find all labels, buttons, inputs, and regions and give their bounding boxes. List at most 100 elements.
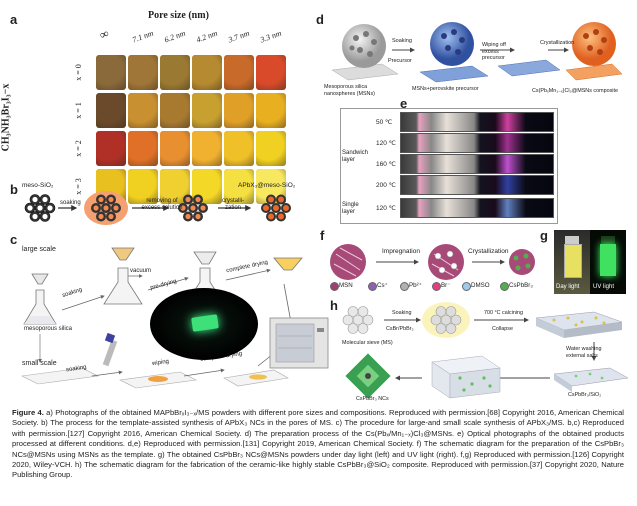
powder-photo [224, 131, 254, 166]
apbx3-meso-sio2-label: APbX₃@meso-SiO₂ [238, 182, 296, 189]
sample-photo-strip [400, 154, 554, 174]
powder-photo [128, 55, 158, 90]
hex-cluster-empty [24, 194, 56, 222]
legend-swatch [432, 282, 441, 291]
flask-vacuum [103, 247, 143, 305]
powder-photo [96, 131, 126, 166]
msn-particle-2 [428, 244, 464, 280]
substrate-soaking [20, 367, 100, 385]
uv-light-label: UV light [593, 284, 615, 290]
temperature-label: 160 ℃ [376, 161, 396, 168]
legend-label: Br⁻ [441, 282, 451, 289]
large-scale-label: large scale [22, 246, 56, 253]
panel-h-letter: h [330, 298, 338, 313]
legend-label: Pb²⁺ [409, 282, 422, 289]
powder-photo [128, 169, 158, 204]
panel-d-scheme [331, 22, 622, 83]
panel-e-letter: e [400, 96, 408, 111]
sample-photo-strip [400, 133, 554, 153]
pore-size-label: ∞ [97, 25, 111, 43]
legend-swatch [500, 282, 509, 291]
crystallization-label-d: Crystallization [540, 40, 575, 46]
caption-body: a) Photographs of the obtained MAPbBrₓI₃… [12, 408, 624, 480]
green-powder [191, 314, 219, 332]
panel-g-letter: g [540, 228, 548, 243]
crystallization-label-b: crystalli-zation [222, 198, 244, 211]
pipette [102, 332, 118, 367]
day-light-label: Day light [556, 284, 580, 290]
composition-row-label: x = 2 [73, 140, 83, 157]
composition-row-label: x = 0 [73, 64, 83, 81]
powder-photo [160, 93, 190, 128]
cspbbr3-crystal [345, 353, 391, 399]
impregnation-label: Impregnation [382, 248, 420, 255]
small-scale-label: small scale [22, 360, 57, 367]
single-layer-label: Single layer [342, 202, 359, 215]
composition-row-label: x = 1 [73, 102, 83, 119]
legend-swatch [400, 282, 409, 291]
panel-c-letter: c [10, 232, 18, 247]
msn-particle-1 [330, 244, 366, 280]
powder-photo [160, 131, 190, 166]
precursor-layer-mid [497, 59, 561, 77]
removing-label-b: removing of excess solution [141, 198, 183, 211]
powder-photo [256, 55, 286, 90]
soaking-label-h: Soaking [392, 310, 412, 316]
figure-number: Figure 4. [12, 408, 44, 417]
flask-soaking [23, 273, 57, 325]
powder-photo [160, 55, 190, 90]
wiping-off-label: Wiping off excess precursor [482, 42, 506, 61]
powder-photo [256, 93, 286, 128]
msn-sphere-precursor [419, 22, 489, 83]
translucent-cube [431, 355, 501, 399]
powder-photo [192, 93, 222, 128]
vial-uv [590, 230, 626, 294]
composite-label-d: Cs(PbₓMn₁₋ₓ)Cl₃@MSNs composite [532, 88, 618, 94]
temperature-label: 200 ℃ [376, 182, 396, 189]
drying-oven [269, 317, 329, 369]
sandwich-layer-label: Sandwich layer [342, 150, 369, 163]
powder-photo-grid [96, 55, 288, 215]
powder-photo [224, 93, 254, 128]
sample-photo-strip [400, 112, 554, 132]
panel-a-letter: a [10, 12, 18, 27]
panel-f-letter: f [320, 228, 325, 243]
powder-photo [192, 131, 222, 166]
pore-size-label: 3.7 nm [227, 28, 251, 45]
msn-label: Mesoporous silica nanospheres (MSNs) [324, 84, 375, 97]
cspbbr3-ncs-label: CsPbBr₃ NCs [356, 396, 389, 402]
temperature-label: 120 ℃ [376, 205, 396, 212]
substrate-wiping [118, 371, 198, 389]
legend-swatch [368, 282, 377, 291]
soaked-sieve [422, 302, 470, 338]
pore-size-label: 7.1 nm [131, 28, 155, 45]
molecular-sieve-bundle [342, 306, 374, 334]
legend-label: MSN [339, 282, 353, 289]
pore-size-label: 3.3 nm [259, 28, 283, 45]
crystallization-label-f: Crystallization [468, 248, 509, 255]
powder-photo [192, 55, 222, 90]
pore-size-title: Pore size (nm) [148, 10, 209, 21]
meso-sio2-label: meso-SiO₂ [22, 182, 54, 189]
funnel-product [273, 257, 303, 271]
collapse-label: Collapse [492, 326, 513, 332]
soaking-label-b: soaking [60, 200, 81, 206]
vacuum-label: vacuum [130, 268, 152, 274]
legend-label: Cs⁺ [377, 282, 388, 289]
powder-photo [128, 93, 158, 128]
msns-precursor-label: MSNs+perovskite precursor [412, 86, 479, 92]
figure-caption: Figure 4. a) Photographs of the obtained… [12, 408, 624, 481]
powder-photo [96, 55, 126, 90]
legend-swatch [330, 282, 339, 291]
vial-daylight [554, 230, 590, 294]
legend-label: DMSO [471, 282, 490, 289]
csbr-pbbr2-label: CsBr/PbBr₂ [386, 326, 414, 332]
uv-glow-photo [150, 288, 258, 360]
panel-b-scheme [24, 191, 291, 225]
substrate-dried [223, 369, 289, 387]
panel-d-letter: d [316, 12, 324, 27]
panel-c-scheme [20, 247, 329, 389]
hex-cluster-soaked [84, 191, 128, 225]
temperature-label: 120 ℃ [376, 140, 396, 147]
calcining-label: 700 °C calcining [484, 310, 524, 316]
